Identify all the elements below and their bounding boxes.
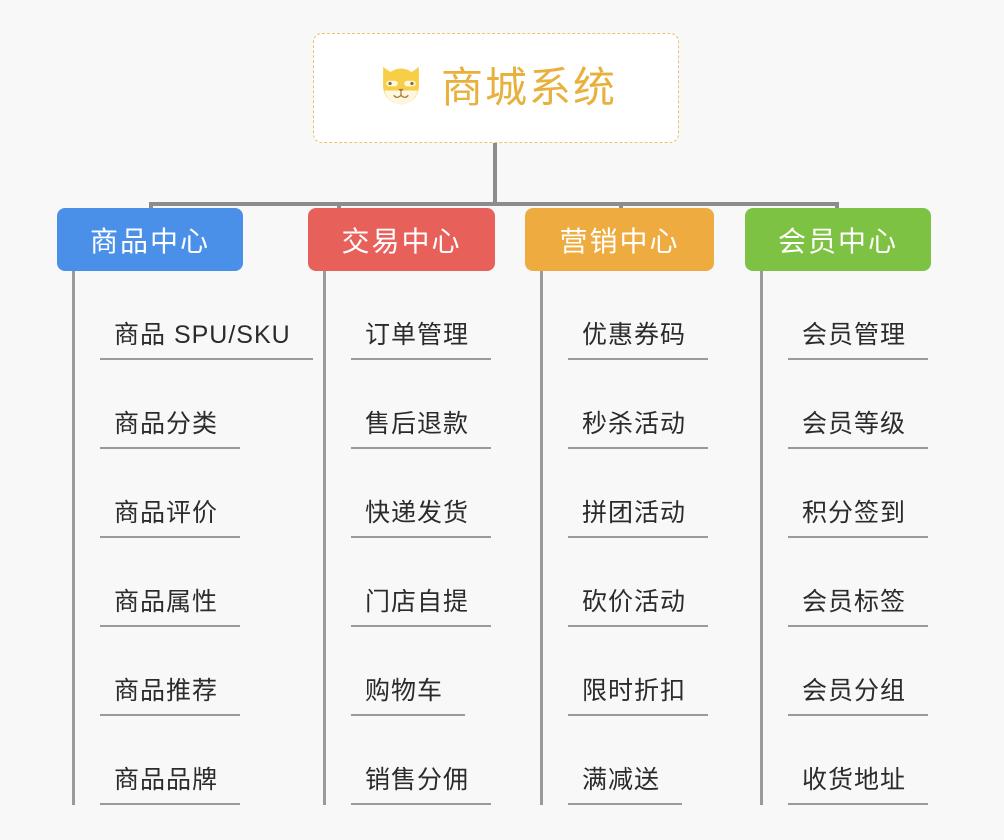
category-header-label: 交易中心 xyxy=(341,225,462,257)
leaf-item[interactable]: 商品推荐 xyxy=(72,627,313,716)
leaf-item-label: 限时折扣 xyxy=(582,677,687,706)
leaf-list-marketing-center: 优惠券码 秒杀活动 拼团活动 砍价活动 限时折扣 满减送 xyxy=(540,271,714,805)
leaf-item-label: 拼团活动 xyxy=(582,499,687,528)
leaf-item-label: 商品属性 xyxy=(114,588,219,617)
leaf-item[interactable]: 优惠券码 xyxy=(540,271,714,360)
leaf-item-label: 售后退款 xyxy=(365,410,470,439)
branch-trade-center: 交易中心 订单管理 售后退款 快递发货 门店自提 购物车 销售分佣 xyxy=(308,208,495,805)
leaf-item[interactable]: 砍价活动 xyxy=(540,538,714,627)
leaf-item-label: 商品评价 xyxy=(114,499,219,528)
leaf-item-label: 优惠券码 xyxy=(582,321,687,350)
connector-spine xyxy=(540,271,543,805)
leaf-item[interactable]: 会员分组 xyxy=(760,627,931,716)
category-header-label: 商品中心 xyxy=(89,225,210,257)
leaf-item-label: 收货地址 xyxy=(802,766,907,795)
leaf-item-label: 积分签到 xyxy=(802,499,907,528)
leaf-item-label: 购物车 xyxy=(365,677,444,706)
leaf-list-member-center: 会员管理 会员等级 积分签到 会员标签 会员分组 收货地址 xyxy=(760,271,931,805)
leaf-item[interactable]: 商品品牌 xyxy=(72,716,313,805)
connector-stem-trade-center xyxy=(337,202,341,212)
connector-stem-marketing-center xyxy=(619,202,623,212)
root-node[interactable]: 商城系统 xyxy=(313,33,679,143)
leaf-item[interactable]: 门店自提 xyxy=(323,538,495,627)
leaf-item[interactable]: 商品分类 xyxy=(72,360,313,449)
leaf-item[interactable]: 满减送 xyxy=(540,716,714,805)
branch-member-center: 会员中心 会员管理 会员等级 积分签到 会员标签 会员分组 收货地址 xyxy=(745,208,931,805)
root-title: 商城系统 xyxy=(440,64,617,111)
category-header-product-center[interactable]: 商品中心 xyxy=(57,208,243,271)
category-header-trade-center[interactable]: 交易中心 xyxy=(308,208,495,271)
category-header-marketing-center[interactable]: 营销中心 xyxy=(525,208,714,271)
connector-spine xyxy=(323,271,326,805)
leaf-item-label: 商品品牌 xyxy=(114,766,219,795)
leaf-list-trade-center: 订单管理 售后退款 快递发货 门店自提 购物车 销售分佣 xyxy=(323,271,495,805)
leaf-item-label: 会员等级 xyxy=(802,410,907,439)
leaf-item[interactable]: 购物车 xyxy=(323,627,495,716)
leaf-item-label: 门店自提 xyxy=(365,588,470,617)
leaf-item[interactable]: 收货地址 xyxy=(760,716,931,805)
leaf-item-label: 快递发货 xyxy=(365,499,470,528)
leaf-item[interactable]: 拼团活动 xyxy=(540,449,714,538)
connector-stem-member-center xyxy=(835,202,839,212)
category-header-label: 会员中心 xyxy=(777,225,898,257)
leaf-list-product-center: 商品 SPU/SKU 商品分类 商品评价 商品属性 商品推荐 商品品牌 xyxy=(72,271,313,805)
leaf-item[interactable]: 会员标签 xyxy=(760,538,931,627)
connector-horizontal-bus xyxy=(149,202,839,206)
leaf-item[interactable]: 商品属性 xyxy=(72,538,313,627)
connector-root-vertical xyxy=(493,143,497,206)
connector-spine xyxy=(72,271,75,805)
leaf-item[interactable]: 秒杀活动 xyxy=(540,360,714,449)
leaf-item-label: 秒杀活动 xyxy=(582,410,687,439)
leaf-item[interactable]: 快递发货 xyxy=(323,449,495,538)
dog-face-icon xyxy=(383,66,419,106)
leaf-item[interactable]: 会员管理 xyxy=(760,271,931,360)
leaf-item[interactable]: 限时折扣 xyxy=(540,627,714,716)
branch-product-center: 商品中心 商品 SPU/SKU 商品分类 商品评价 商品属性 商品推荐 商品品牌 xyxy=(57,208,313,805)
leaf-item-label: 商品推荐 xyxy=(114,677,219,706)
leaf-item-label: 砍价活动 xyxy=(582,588,687,617)
leaf-item-label: 满减送 xyxy=(582,766,661,795)
leaf-item[interactable]: 商品评价 xyxy=(72,449,313,538)
leaf-item-label: 商品 SPU/SKU xyxy=(114,321,291,350)
leaf-item[interactable]: 积分签到 xyxy=(760,449,931,538)
leaf-item[interactable]: 会员等级 xyxy=(760,360,931,449)
leaf-item-label: 会员标签 xyxy=(802,588,907,617)
leaf-item-label: 订单管理 xyxy=(365,321,470,350)
leaf-item-label: 销售分佣 xyxy=(365,766,470,795)
leaf-item-label: 会员管理 xyxy=(802,321,907,350)
branch-marketing-center: 营销中心 优惠券码 秒杀活动 拼团活动 砍价活动 限时折扣 满减送 xyxy=(525,208,714,805)
leaf-item[interactable]: 订单管理 xyxy=(323,271,495,360)
leaf-item-label: 商品分类 xyxy=(114,410,219,439)
leaf-item[interactable]: 商品 SPU/SKU xyxy=(72,271,313,360)
connector-spine xyxy=(760,271,763,805)
category-header-label: 营销中心 xyxy=(559,225,680,257)
category-header-member-center[interactable]: 会员中心 xyxy=(745,208,931,271)
leaf-item[interactable]: 售后退款 xyxy=(323,360,495,449)
leaf-item[interactable]: 销售分佣 xyxy=(323,716,495,805)
connector-stem-product-center xyxy=(149,202,153,212)
leaf-item-label: 会员分组 xyxy=(802,677,907,706)
